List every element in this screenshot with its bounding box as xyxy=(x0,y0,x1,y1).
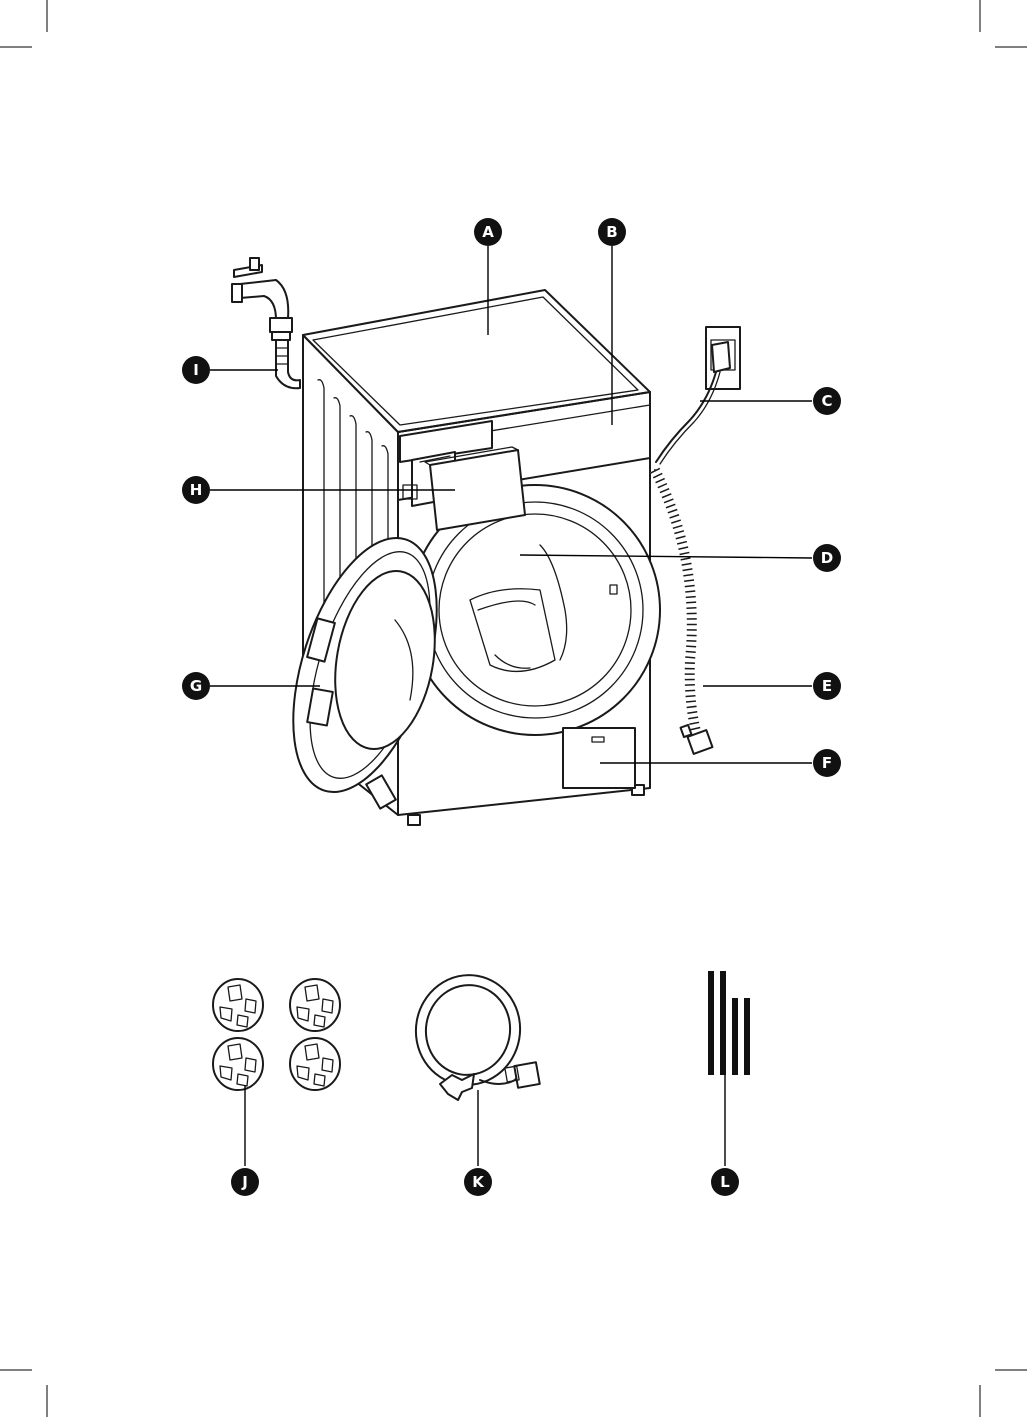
callout-i-label: I xyxy=(193,361,199,379)
callout-l-label: L xyxy=(720,1173,730,1191)
callout-e: E xyxy=(813,672,841,700)
callout-b-label: B xyxy=(606,223,617,241)
transport-caps xyxy=(213,979,340,1090)
cap xyxy=(213,979,263,1031)
coiled-hose xyxy=(407,967,540,1100)
wall-socket xyxy=(706,327,740,389)
callout-j-label: J xyxy=(241,1173,248,1191)
callout-l: L xyxy=(711,1168,739,1196)
callout-h: H xyxy=(182,476,210,504)
callout-e-label: E xyxy=(822,677,832,695)
water-tap xyxy=(232,258,292,340)
cap xyxy=(290,979,340,1031)
cap xyxy=(213,1038,263,1090)
callout-b: B xyxy=(598,218,626,246)
callout-i: I xyxy=(182,356,210,384)
callout-c-label: C xyxy=(821,392,832,410)
foot-left xyxy=(408,815,420,825)
callout-f-label: F xyxy=(822,754,832,772)
washing-machine xyxy=(265,290,660,825)
callout-g: G xyxy=(182,672,210,700)
drain-hose xyxy=(655,470,712,754)
callout-a-label: A xyxy=(482,223,494,241)
plastic-strips xyxy=(708,971,750,1075)
callout-d: D xyxy=(813,544,841,572)
callout-f: F xyxy=(813,749,841,777)
callout-k-label: K xyxy=(472,1173,485,1191)
callout-g-label: G xyxy=(190,677,202,695)
callout-a: A xyxy=(474,218,502,246)
inlet-hose xyxy=(276,340,300,388)
callout-j: J xyxy=(231,1168,259,1196)
callout-c: C xyxy=(813,387,841,415)
cap xyxy=(290,1038,340,1090)
callout-h-label: H xyxy=(190,481,203,499)
callout-k: K xyxy=(464,1168,492,1196)
callout-d-label: D xyxy=(821,549,833,567)
